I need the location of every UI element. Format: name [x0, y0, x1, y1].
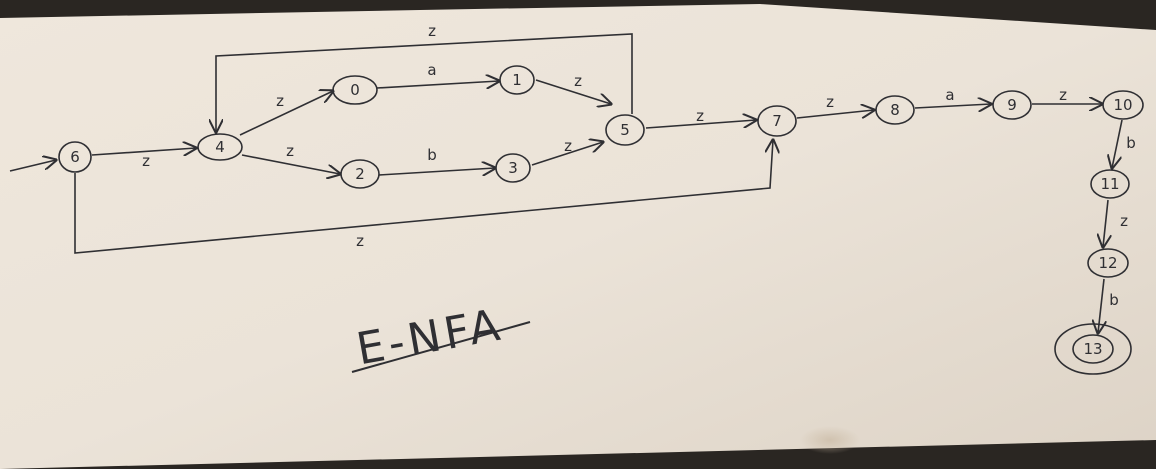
transition-8-to-9 — [914, 104, 991, 108]
transition-label-11-to-12: z — [1120, 212, 1128, 230]
state-12: 12 — [1087, 248, 1129, 278]
state-circle — [58, 141, 92, 173]
title-underline — [351, 321, 531, 373]
transition-5-to-7 — [645, 120, 756, 129]
state-circle — [499, 65, 535, 95]
paper-stain — [800, 426, 860, 454]
paper-sheet — [0, 4, 1156, 469]
state-8: 8 — [875, 95, 915, 125]
start-arrow — [9, 160, 56, 172]
transition-label-1-to-5: z — [574, 72, 582, 90]
state-10: 10 — [1102, 90, 1144, 120]
state-1: 1 — [499, 65, 535, 95]
transition-label-3-to-5: z — [564, 137, 572, 155]
transition-6-to-7 — [74, 140, 773, 254]
transition-label-5-to-4: z — [428, 22, 436, 40]
transition-label-12-to-13: b — [1109, 291, 1119, 309]
state-label: 1 — [512, 71, 522, 89]
transition-label-9-to-10: z — [1059, 86, 1067, 104]
state-0: 0 — [332, 75, 378, 105]
transition-label-10-to-11: b — [1126, 134, 1136, 152]
state-circle — [340, 159, 380, 189]
transition-3-to-5 — [531, 142, 603, 166]
state-circle — [1087, 248, 1129, 278]
transition-label-4-to-2: z — [286, 142, 294, 160]
state-circle — [1072, 334, 1114, 364]
state-label: 8 — [890, 101, 900, 119]
transition-4-to-2 — [241, 154, 340, 174]
transition-1-to-5 — [535, 79, 611, 104]
state-label: 5 — [620, 121, 630, 139]
state-2: 2 — [340, 159, 380, 189]
state-circle — [992, 90, 1032, 120]
transition-7-to-8 — [796, 110, 874, 119]
state-3: 3 — [495, 153, 531, 183]
state-label: 6 — [70, 148, 80, 166]
state-13: 13 — [1054, 323, 1132, 375]
state-circle — [1090, 169, 1130, 199]
transition-11-to-12 — [1103, 199, 1108, 247]
transition-5-to-4 — [216, 33, 633, 132]
transition-label-8-to-9: a — [945, 86, 954, 104]
state-label: 13 — [1083, 340, 1102, 358]
state-circle — [197, 133, 243, 161]
state-circle — [605, 114, 645, 146]
state-4: 4 — [197, 133, 243, 161]
state-11: 11 — [1090, 169, 1130, 199]
state-label: 3 — [508, 159, 518, 177]
state-label: 10 — [1113, 96, 1132, 114]
state-label: 12 — [1098, 254, 1117, 272]
state-label: 11 — [1100, 175, 1119, 193]
transition-label-5-to-7: z — [696, 107, 704, 125]
transition-label-0-to-1: a — [427, 61, 436, 79]
transition-2-to-3 — [378, 168, 495, 175]
state-label: 0 — [350, 81, 360, 99]
state-label: 2 — [355, 165, 365, 183]
transition-10-to-11 — [1112, 119, 1123, 168]
state-circle — [757, 105, 797, 137]
state-label: 9 — [1007, 96, 1017, 114]
transition-label-2-to-3: b — [427, 146, 437, 164]
state-label: 4 — [215, 138, 225, 156]
transition-label-6-to-4: z — [142, 152, 150, 170]
state-circle — [332, 75, 378, 105]
state-circle — [1102, 90, 1144, 120]
state-7: 7 — [757, 105, 797, 137]
accept-ring — [1054, 323, 1132, 375]
transition-6-to-4 — [91, 148, 196, 155]
state-circle — [875, 95, 915, 125]
state-circle — [495, 153, 531, 183]
state-label: 7 — [772, 112, 782, 130]
edges-layer — [9, 33, 1123, 333]
transition-4-to-0 — [239, 91, 333, 136]
transition-0-to-1 — [376, 81, 499, 88]
transition-label-4-to-0: z — [276, 92, 284, 110]
state-5: 5 — [605, 114, 645, 146]
transition-label-6-to-7: z — [356, 232, 364, 250]
transition-label-7-to-8: z — [826, 93, 834, 111]
state-6: 6 — [58, 141, 92, 173]
state-9: 9 — [992, 90, 1032, 120]
labels-layer: z z z a b z z z z z z a z b z b — [142, 22, 1136, 309]
